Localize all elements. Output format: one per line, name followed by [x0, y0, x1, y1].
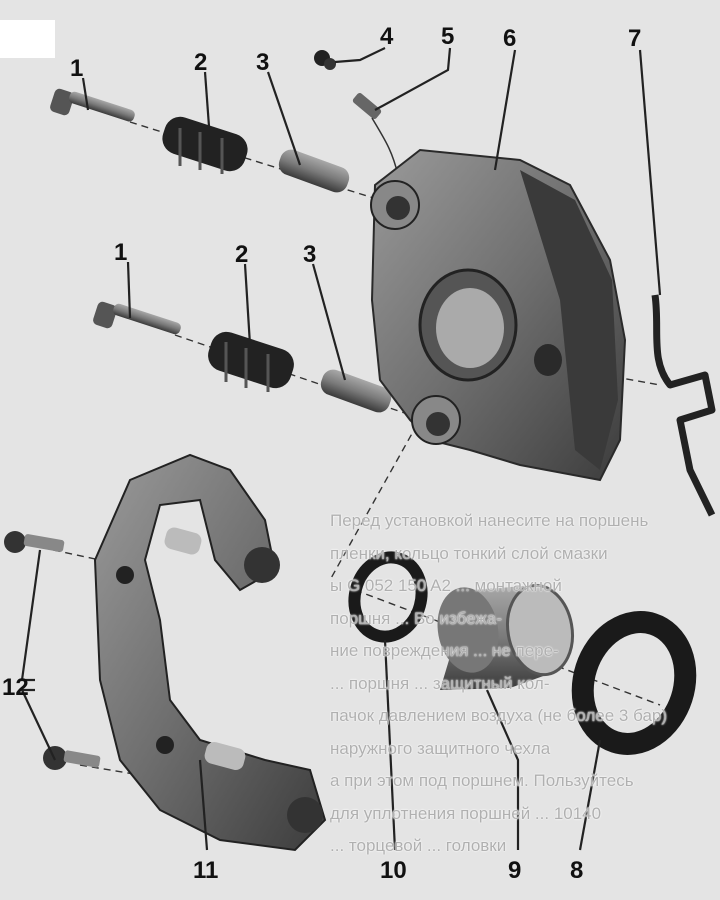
guide-sleeve-upper [278, 149, 350, 193]
callout-12: 12 [2, 674, 29, 701]
leader-lines [20, 47, 662, 851]
callout-3: 3 [256, 49, 269, 76]
callout-11: 11 [193, 857, 218, 884]
callout-8: 8 [570, 857, 583, 884]
callout-5: 5 [441, 23, 454, 50]
callout-6: 6 [503, 25, 516, 52]
dust-boot-upper [162, 116, 248, 174]
caliper-carrier-bracket [93, 453, 327, 852]
bleeder-line [371, 117, 399, 176]
bracket-bolt-lower [43, 746, 101, 770]
retaining-spring-clip [651, 294, 716, 517]
guide-sleeve-lower [320, 369, 392, 413]
callout-1: 1 [70, 55, 83, 82]
callout-7: 7 [628, 25, 641, 52]
callout-10: 10 [380, 857, 407, 884]
callout-4: 4 [380, 23, 394, 50]
callout-labels: 1 1 2 2 3 3 4 5 6 7 8 9 10 11 12 [2, 23, 641, 884]
bleeder-valve [352, 92, 382, 120]
guide-bolt-lower [93, 301, 181, 335]
dust-boot-lower [208, 331, 294, 392]
bleeder-cap [314, 50, 336, 70]
bracket-bolt-upper [4, 531, 65, 553]
guide-bolt-upper [50, 88, 135, 122]
piston-seal [348, 551, 428, 643]
callout-2: 2 [235, 241, 248, 268]
piston-dust-boot [571, 611, 697, 755]
caliper-housing [370, 148, 627, 482]
white-patch [0, 20, 55, 58]
callout-3: 3 [303, 241, 316, 268]
callout-2: 2 [194, 49, 207, 76]
callout-1: 1 [114, 239, 127, 266]
piston [437, 583, 574, 690]
callout-9: 9 [508, 857, 521, 884]
